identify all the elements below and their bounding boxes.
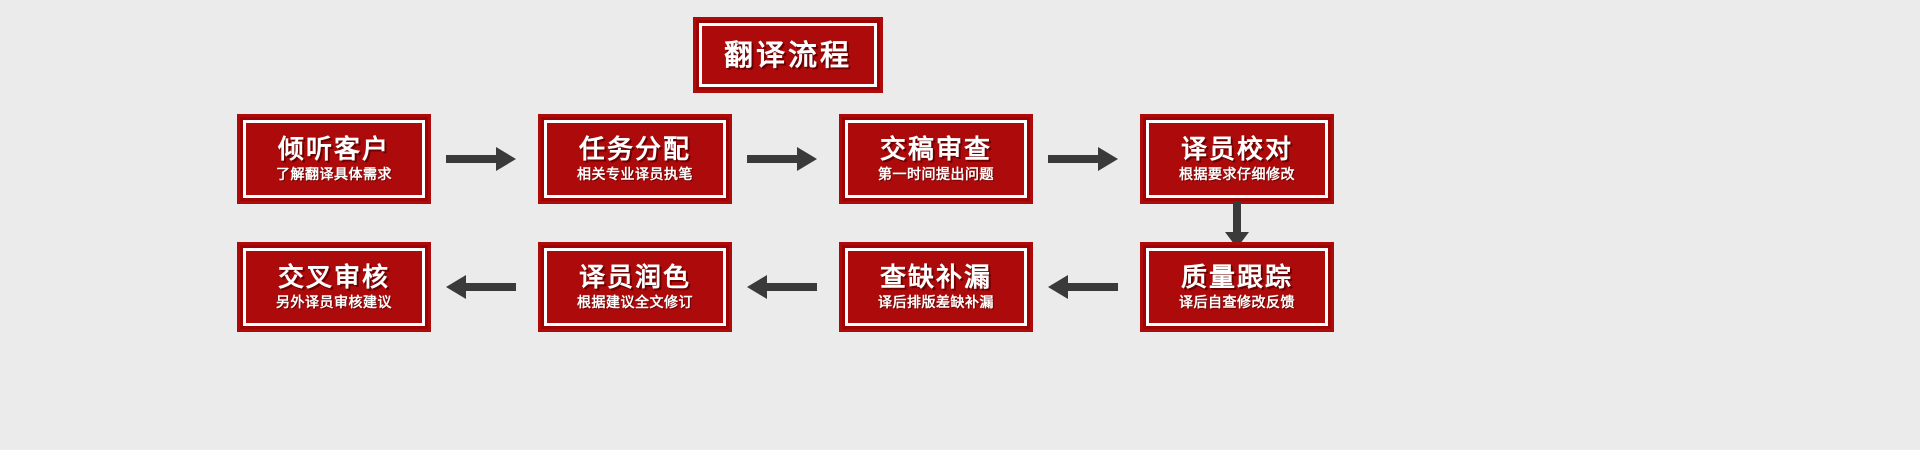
arrow-left-icon-3 (1046, 272, 1120, 302)
flowchart-title-card: 翻译流程 (693, 17, 883, 93)
step-title: 译员润色 (578, 263, 691, 293)
arrow-right-icon-2 (745, 144, 819, 174)
step-title: 交稿审查 (879, 135, 992, 165)
step-box-translator-proofreading[interactable]: 译员校对 根据要求仔细修改 (1140, 114, 1334, 204)
step-subtitle: 根据要求仔细修改 (1179, 167, 1295, 183)
step-title: 查缺补漏 (879, 263, 992, 293)
step-subtitle: 根据建议全文修订 (577, 295, 693, 311)
step-title: 质量跟踪 (1180, 263, 1293, 293)
step-subtitle: 了解翻译具体需求 (276, 167, 392, 183)
step-box-quality-tracking[interactable]: 质量跟踪 译后自查修改反馈 (1140, 242, 1334, 332)
arrow-left-icon-1 (444, 272, 518, 302)
page-title: 翻译流程 (723, 38, 852, 72)
step-subtitle: 相关专业译员执笔 (577, 167, 693, 183)
step-subtitle: 第一时间提出问题 (878, 167, 994, 183)
step-subtitle: 译后排版差缺补漏 (878, 295, 994, 311)
step-box-cross-review[interactable]: 交叉审核 另外译员审核建议 (237, 242, 431, 332)
arrow-down-icon (1222, 201, 1252, 249)
step-subtitle: 译后自查修改反馈 (1179, 295, 1295, 311)
step-box-translator-polishing[interactable]: 译员润色 根据建议全文修订 (538, 242, 732, 332)
step-title: 任务分配 (578, 135, 691, 165)
step-title: 交叉审核 (277, 263, 390, 293)
step-box-listen-to-client[interactable]: 倾听客户 了解翻译具体需求 (237, 114, 431, 204)
arrow-right-icon-3 (1046, 144, 1120, 174)
step-subtitle: 另外译员审核建议 (276, 295, 392, 311)
arrow-right-icon-1 (444, 144, 518, 174)
arrow-left-icon-2 (745, 272, 819, 302)
step-box-delivery-review[interactable]: 交稿审查 第一时间提出问题 (839, 114, 1033, 204)
step-title: 译员校对 (1180, 135, 1293, 165)
step-title: 倾听客户 (277, 135, 390, 165)
step-box-task-assignment[interactable]: 任务分配 相关专业译员执笔 (538, 114, 732, 204)
step-box-check-for-gaps[interactable]: 查缺补漏 译后排版差缺补漏 (839, 242, 1033, 332)
